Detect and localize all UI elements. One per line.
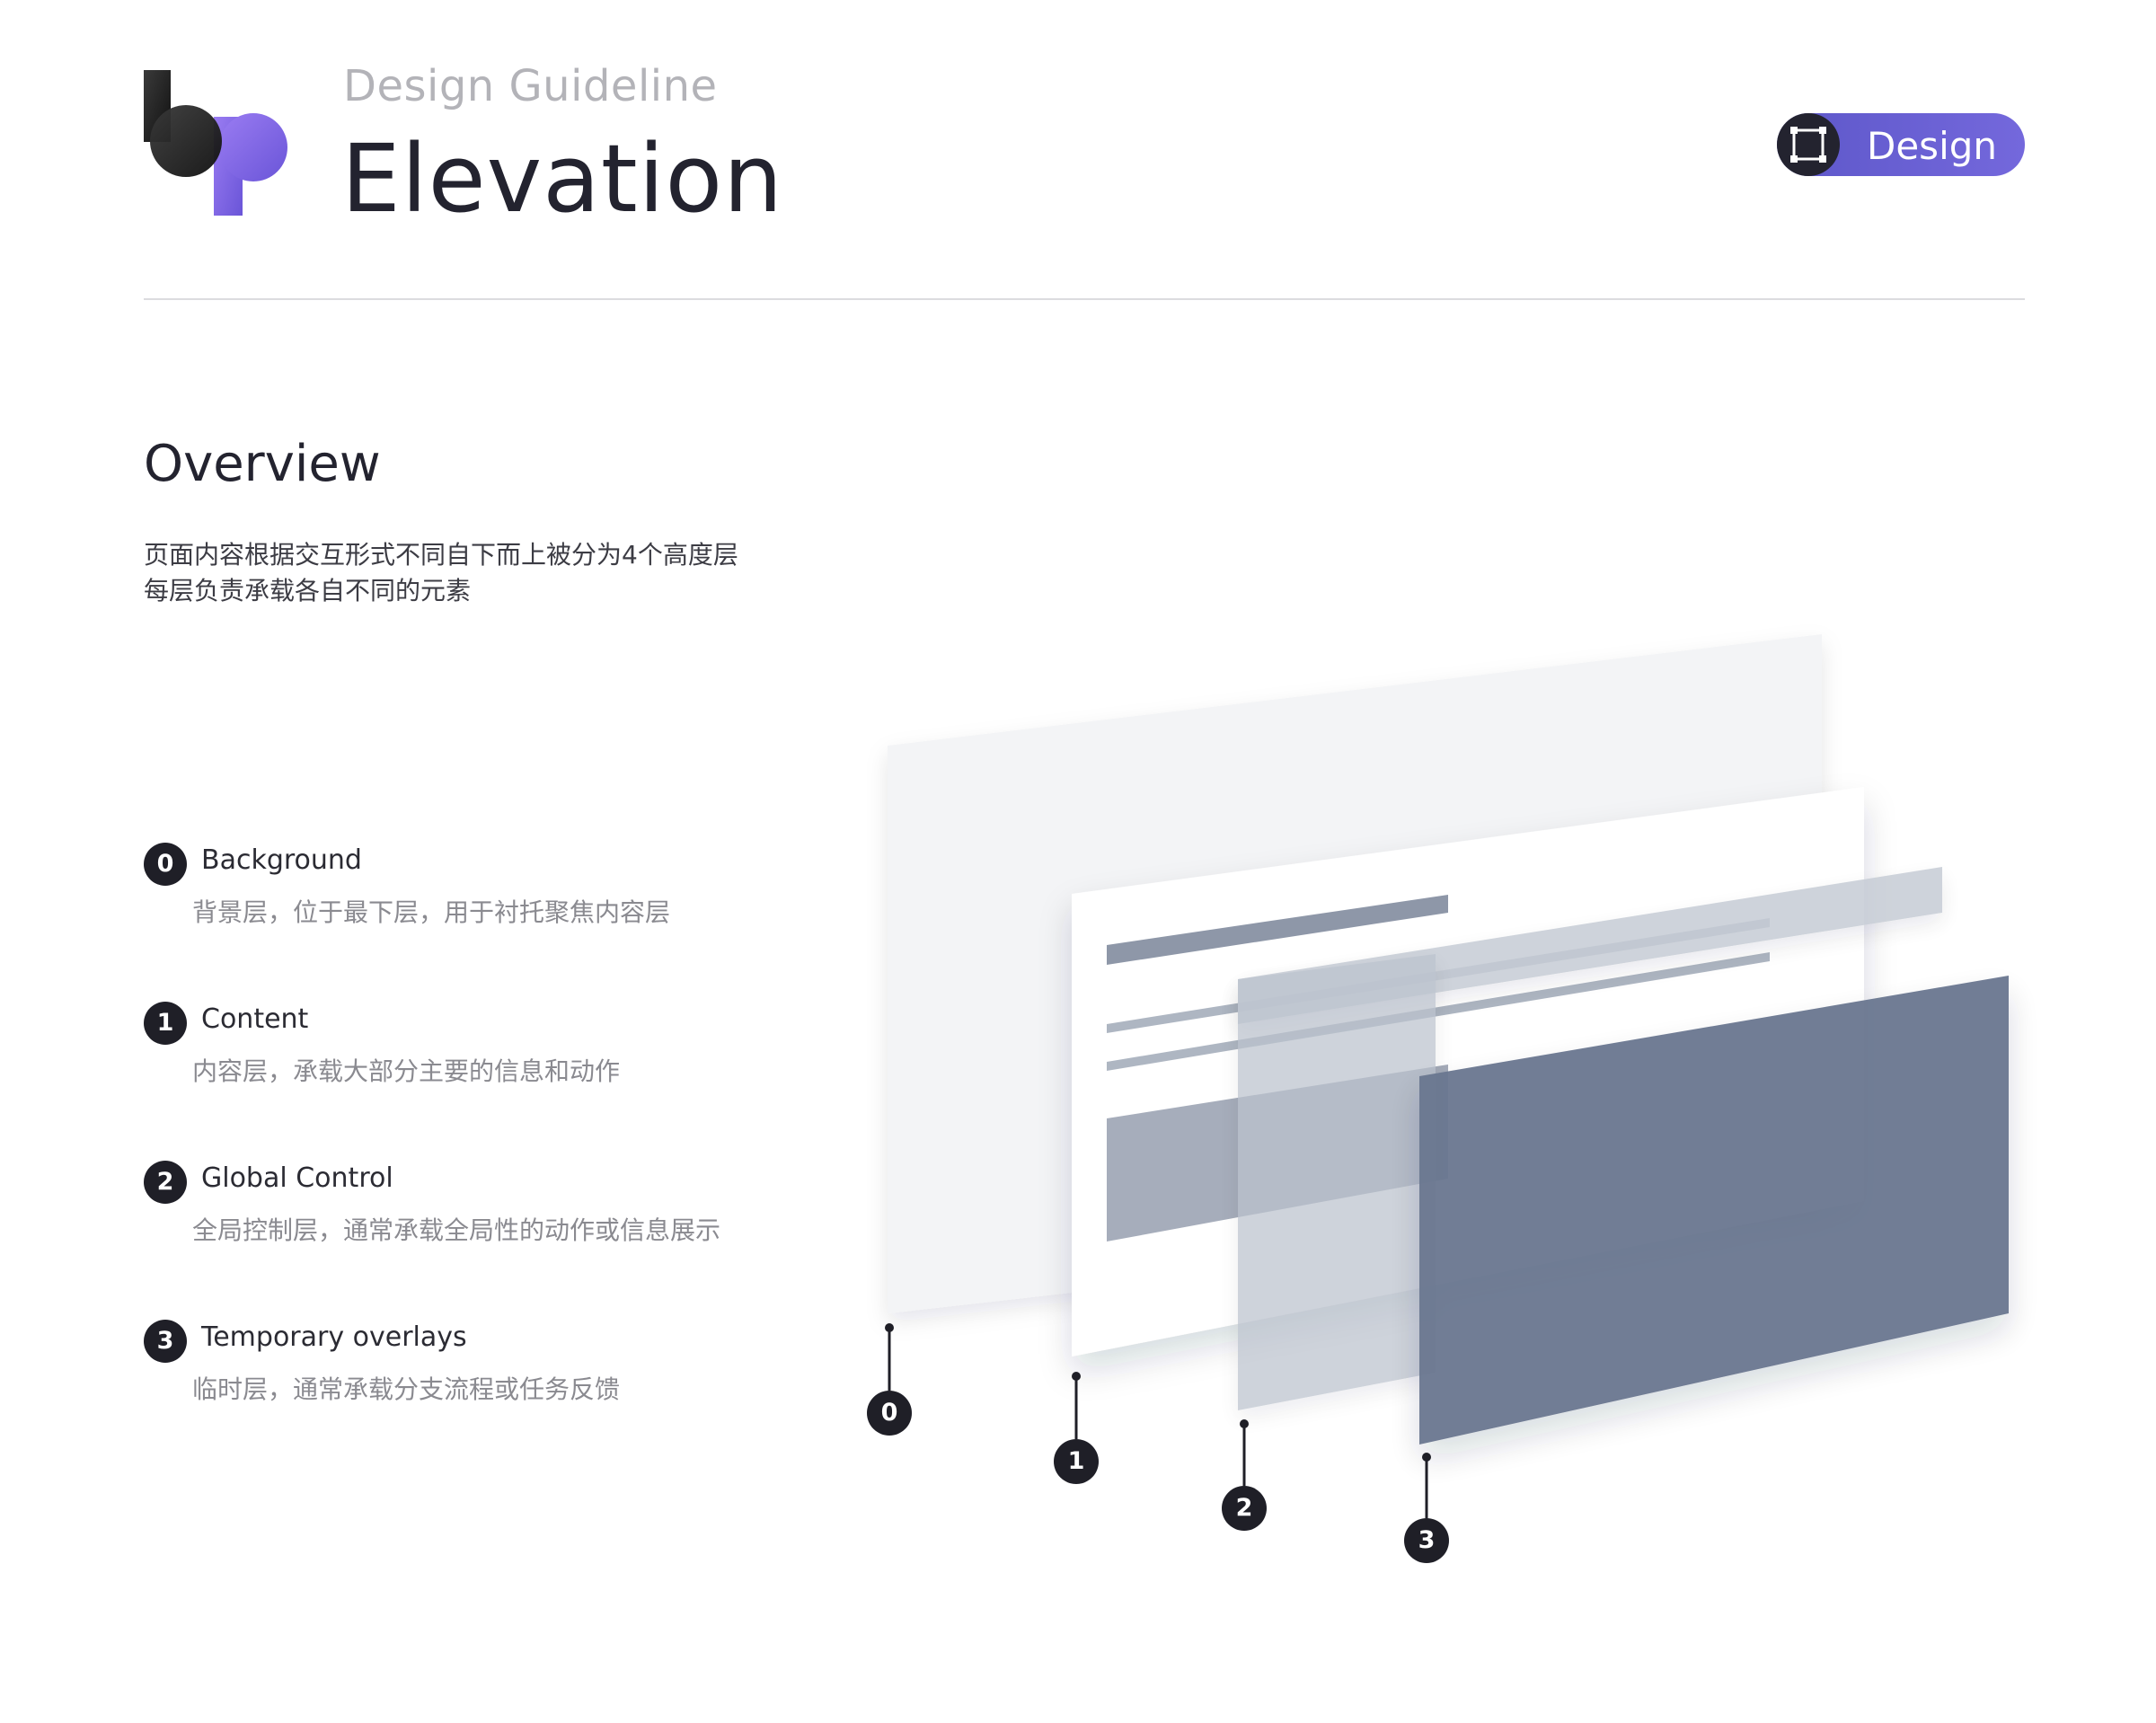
legend-description: 临时层，通常承载分支流程或任务反馈 <box>192 1374 621 1404</box>
layer-number-badge: 2 <box>144 1161 187 1204</box>
frame-icon <box>1777 113 1840 176</box>
callout-0 <box>885 1323 894 1391</box>
legend-item-temporary-overlays: 3 Temporary overlays 临时层，通常承载分支流程或任务反馈 <box>144 1320 826 1418</box>
content-card-block <box>1107 1065 1448 1241</box>
callout-badge-1: 1 <box>1054 1439 1099 1484</box>
design-badge[interactable]: Design <box>1777 113 2025 176</box>
bp-logo <box>144 70 287 216</box>
global-side-panel <box>1238 954 1436 1410</box>
overview-line: 每层负责承载各自不同的元素 <box>144 576 472 605</box>
layer-content-group <box>1072 787 1864 1356</box>
layer-number-badge: 3 <box>144 1320 187 1363</box>
callout-3 <box>1422 1453 1431 1518</box>
content-text-line <box>1107 918 1770 1033</box>
legend-description: 背景层，位于最下层，用于衬托聚焦内容层 <box>192 897 671 927</box>
legend-item-background: 0 Background 背景层，位于最下层，用于衬托聚焦内容层 <box>144 843 826 941</box>
legend-name: Background <box>201 844 362 876</box>
layer-number-badge: 0 <box>144 843 187 886</box>
callout-badge-3: 3 <box>1404 1518 1449 1563</box>
overview-description: 页面内容根据交互形式不同自下而上被分为4个高度层 每层负责承载各自不同的元素 <box>144 537 738 609</box>
callout-2 <box>1240 1419 1249 1486</box>
overview-line: 页面内容根据交互形式不同自下而上被分为4个高度层 <box>144 540 738 570</box>
overview-title: Overview <box>144 435 381 493</box>
content-title-bar <box>1107 895 1448 965</box>
header-divider <box>144 298 2025 300</box>
badge-label: Design <box>1867 124 1998 168</box>
legend-name: Global Control <box>201 1162 393 1194</box>
legend-description: 内容层，承载大部分主要的信息和动作 <box>192 1056 621 1086</box>
layer-number-badge: 1 <box>144 1002 187 1045</box>
legend-item-content: 1 Content 内容层，承载大部分主要的信息和动作 <box>144 1002 826 1100</box>
legend-name: Content <box>201 1003 309 1035</box>
page-subtitle: Design Guideline <box>343 61 718 111</box>
callout-badge-2: 2 <box>1222 1486 1267 1531</box>
callout-1 <box>1072 1372 1081 1439</box>
page-title: Elevation <box>341 124 784 234</box>
layer-content-plane <box>1072 787 1864 1356</box>
legend-item-global-control: 2 Global Control 全局控制层，通常承载全局性的动作或信息展示 <box>144 1161 826 1259</box>
callout-badge-0: 0 <box>867 1391 912 1436</box>
global-top-bar <box>1238 867 1942 1024</box>
content-text-line <box>1107 952 1770 1071</box>
layer-background-plane <box>888 634 1822 1313</box>
legend-name: Temporary overlays <box>201 1321 467 1353</box>
legend-description: 全局控制层，通常承载全局性的动作或信息展示 <box>192 1215 721 1245</box>
layer-temporary-plane <box>1419 976 2009 1445</box>
layer-global-control-group <box>1238 867 1942 1410</box>
